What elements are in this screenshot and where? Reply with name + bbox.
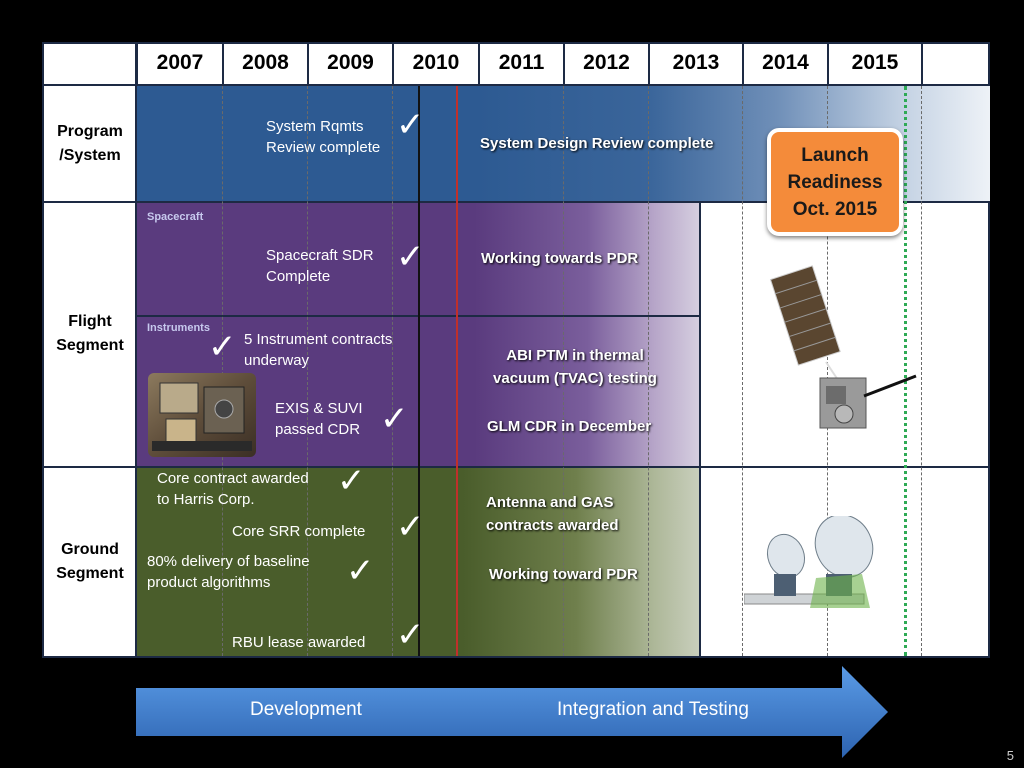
grid-corner: [136, 315, 138, 317]
row-label-program: Program /System: [57, 123, 123, 164]
satellite-illustration: [769, 265, 917, 429]
delivery-note: 80% delivery of baseline product algorit…: [147, 553, 310, 591]
label-column-divider: [135, 42, 137, 656]
year-divider: [648, 86, 649, 656]
check-icon: ✓: [396, 105, 425, 145]
year-header: 2013: [648, 42, 742, 84]
check-icon: ✓: [346, 551, 375, 591]
row-label-ground: Ground Segment: [56, 540, 124, 582]
srr-note: System Rqmts Review complete: [266, 118, 381, 156]
year-divider: [392, 86, 393, 656]
spacecraft-label: Spacecraft: [147, 211, 204, 223]
header-divider: [42, 84, 990, 86]
year-header: 2010: [392, 42, 478, 84]
spacecraft-sdr-note: Spacecraft SDR Complete: [266, 247, 374, 285]
core-srr-note: Core SRR complete: [232, 523, 366, 540]
exis-suvi-note: EXIS & SUVI passed CDR: [275, 400, 363, 438]
check-icon: ✓: [396, 615, 425, 655]
row-divider-program: [42, 201, 990, 203]
page-number: 5: [1006, 748, 1014, 763]
instruments-label: Instruments: [147, 322, 210, 334]
antenna-status: Antenna and GAS contracts awarded: [486, 494, 619, 534]
row-band-edge: [699, 202, 701, 656]
rbu-note: RBU lease awarded: [232, 634, 366, 651]
phase-arrow: [136, 666, 888, 758]
year-header: 2014: [742, 42, 827, 84]
instrument-contracts-note: 5 Instrument contracts underway: [244, 331, 393, 369]
check-icon: ✓: [380, 399, 409, 439]
year-header: 2012: [563, 42, 648, 84]
row-divider-flight: [42, 466, 990, 468]
integration-testing-label: Integration and Testing: [557, 699, 749, 720]
year-header: 2009: [307, 42, 392, 84]
antenna-illustration: [744, 516, 874, 608]
instrument-photo: [148, 373, 256, 457]
launch-line3: Oct. 2015: [792, 198, 878, 220]
year-divider: [921, 86, 922, 656]
year-divider: [742, 86, 743, 656]
row-label-flight: Flight Segment: [56, 313, 124, 354]
year-header-blank: [921, 42, 988, 84]
current-divider: [418, 86, 420, 656]
year-header: 2015: [827, 42, 921, 84]
launch-line: [904, 86, 907, 656]
check-icon: ✓: [396, 237, 425, 277]
year-divider: [307, 86, 308, 656]
sdr-status: System Design Review complete: [480, 135, 714, 152]
core-contract-note: Core contract awarded to Harris Corp.: [157, 470, 309, 508]
year-header: 2007: [136, 42, 222, 84]
glm-status: GLM CDR in December: [487, 418, 652, 435]
check-icon: ✓: [337, 461, 366, 501]
year-divider: [222, 86, 223, 656]
ground-pdr-status: Working toward PDR: [489, 566, 638, 583]
launch-line2: Readiness: [787, 171, 883, 193]
development-label: Development: [250, 699, 362, 720]
check-icon: ✓: [208, 327, 237, 367]
launch-line1: Launch: [801, 144, 869, 166]
today-line: [456, 86, 458, 656]
check-icon: ✓: [396, 507, 425, 547]
spacecraft-pdr-status: Working towards PDR: [481, 250, 639, 267]
year-divider: [827, 86, 828, 656]
year-header: 2011: [478, 42, 563, 84]
launch-readiness-box: Launch Readiness Oct. 2015: [767, 128, 903, 236]
year-header: 2008: [222, 42, 307, 84]
year-divider: [563, 86, 564, 656]
abi-status: ABI PTM in thermal vacuum (TVAC) testing: [493, 347, 657, 387]
